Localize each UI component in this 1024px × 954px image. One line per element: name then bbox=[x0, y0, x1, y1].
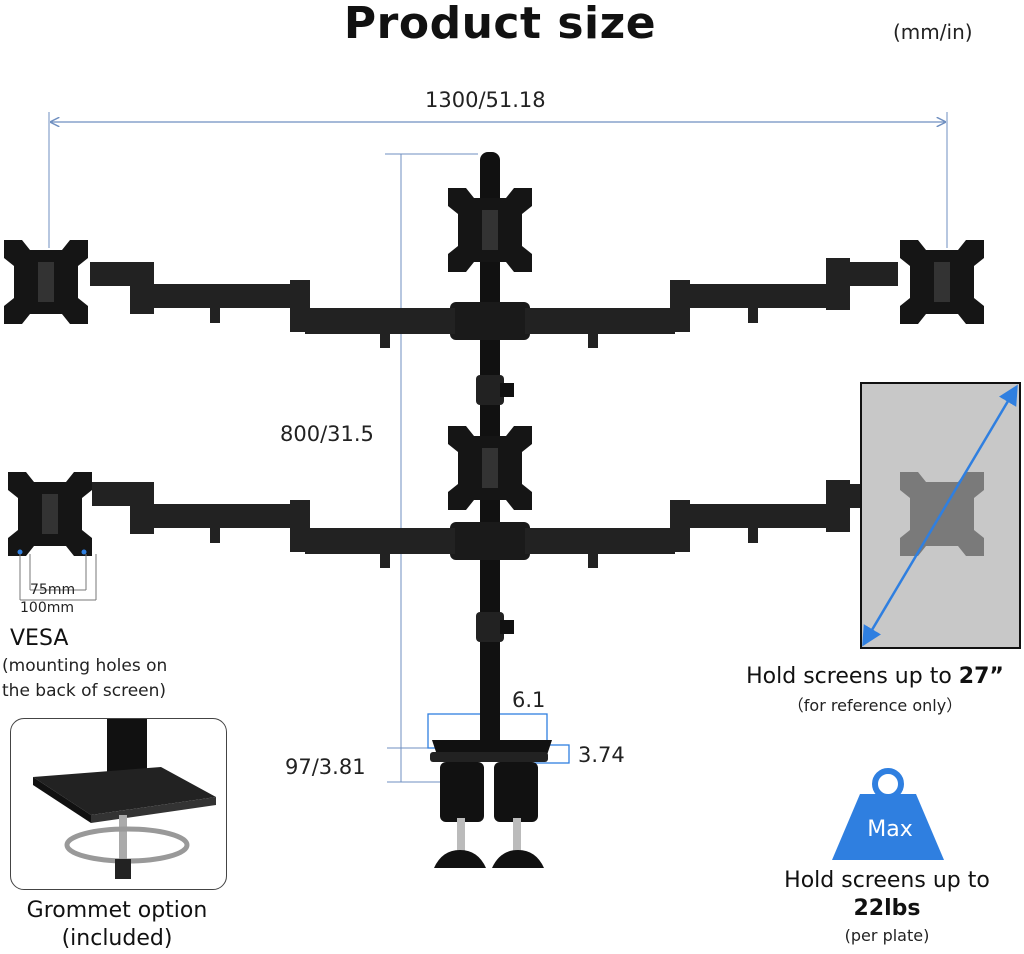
page-title: Product size bbox=[343, 0, 657, 49]
screen-reference-box bbox=[860, 382, 1021, 649]
vesa-100mm-label: 100mm bbox=[20, 600, 74, 616]
vesa-label: VESA bbox=[10, 626, 69, 651]
vesa-plate-top-center bbox=[448, 188, 532, 272]
weight-value: 22lbs bbox=[853, 896, 921, 921]
base-depth-label: 3.74 bbox=[578, 743, 625, 767]
vesa-plate-top-left bbox=[4, 240, 88, 324]
base-width-label: 6.1 bbox=[512, 688, 546, 712]
grommet-illustration bbox=[33, 719, 216, 879]
weight-caption-line1: Hold screens up to bbox=[784, 868, 990, 893]
vesa-note-line2: the back of screen) bbox=[2, 681, 167, 701]
vesa-plate-bottom-center bbox=[448, 426, 532, 510]
units-label: (mm/in) bbox=[893, 20, 973, 44]
vesa-plate-bottom-left bbox=[8, 472, 92, 556]
total-width-label: 1300/51.18 bbox=[425, 88, 546, 112]
screen-size-caption: Hold screens up to 27” bbox=[730, 664, 1020, 689]
upper-arms bbox=[90, 258, 898, 348]
desk-clamp bbox=[430, 740, 552, 868]
vesa-75mm-label: 75mm bbox=[30, 582, 76, 598]
vesa-plate-top-right bbox=[900, 240, 984, 324]
screen-size-note: （for reference only） bbox=[787, 696, 963, 715]
vesa-note-line1: (mounting holes on bbox=[2, 656, 168, 676]
screen-size-value: 27” bbox=[958, 664, 1004, 689]
grommet-image-box bbox=[10, 718, 227, 890]
pole-height-label: 800/31.5 bbox=[280, 422, 374, 446]
weight-icon bbox=[832, 768, 944, 860]
grommet-caption-line1: Grommet option bbox=[26, 898, 208, 923]
max-badge-label: Max bbox=[867, 817, 913, 842]
width-dimension-line bbox=[48, 112, 948, 248]
screen-size-text: Hold screens up to bbox=[746, 664, 959, 689]
vesa-spacing-lines bbox=[19, 554, 97, 601]
base-height-label: 97/3.81 bbox=[285, 755, 366, 779]
grommet-caption-line2: (included) bbox=[61, 926, 173, 951]
weight-note: (per plate) bbox=[844, 926, 930, 945]
